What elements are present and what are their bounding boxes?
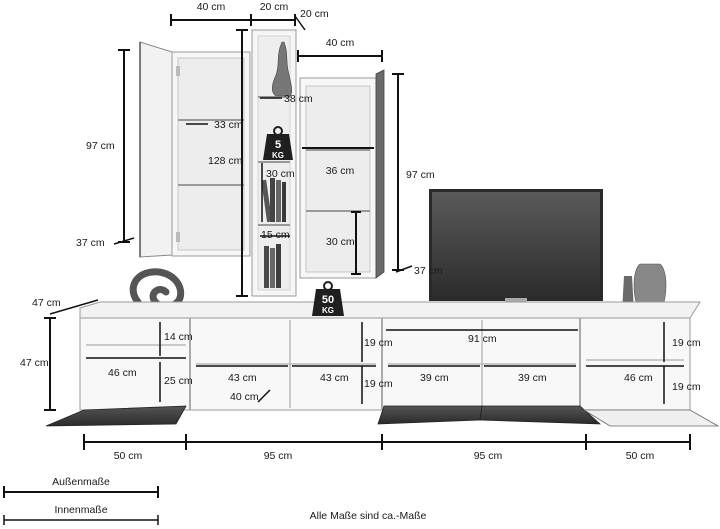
dim-upper-left-height: 97 cm: [86, 140, 115, 152]
weight-50-unit: KG: [322, 306, 334, 315]
weight-badge-5kg: 5 KG: [263, 126, 293, 160]
dim-lower-c2-depth: 40 cm: [230, 391, 259, 403]
dim-lower-depth: 47 cm: [32, 297, 61, 309]
dim-lower-c3-right: 39 cm: [518, 372, 547, 384]
weight-5-value: 5: [275, 139, 281, 151]
dim-upper-right-width: 40 cm: [326, 37, 355, 49]
dim-upper-right-shelf: 36 cm: [326, 165, 355, 177]
weight-5-unit: KG: [272, 151, 284, 160]
weight-badge-50kg: 50 KG: [312, 281, 344, 316]
legend-outer-label: Außenmaße: [52, 476, 110, 488]
upper-mid-shelf: [251, 29, 297, 297]
dim-bottom-1: 50 cm: [114, 450, 143, 462]
dimension-labels: 40 cm 20 cm 20 cm 40 cm 97 cm 37 cm 33 c…: [20, 1, 701, 462]
upper-left-cabinet: [139, 41, 251, 258]
dim-upper-mid-shelf-mid: 30 cm: [266, 168, 295, 180]
dim-upper-mid-height: 128 cm: [208, 155, 243, 167]
dim-upper-left-depth: 37 cm: [76, 237, 105, 249]
dim-lower-left-inner-height: 25 cm: [164, 375, 193, 387]
dim-bottom-3: 95 cm: [474, 450, 503, 462]
dim-lower-height: 47 cm: [20, 357, 49, 369]
tv: [429, 189, 603, 309]
dim-upper-left-shelf: 33 cm: [214, 119, 243, 131]
dim-lower-right-bottom: 19 cm: [672, 381, 701, 393]
dim-upper-right-height: 97 cm: [406, 169, 435, 181]
upper-right-cabinet: [299, 69, 385, 279]
legend: Außenmaße Innenmaße: [52, 476, 110, 516]
dim-lower-left-shelf: 14 cm: [164, 331, 193, 343]
dim-upper-right-inner-height: 30 cm: [326, 236, 355, 248]
footnote: Alle Maße sind ca.-Maße: [310, 510, 427, 522]
dim-upper-right-depth: 37 cm: [414, 265, 443, 277]
dimension-lines: [3, 14, 691, 525]
dim-lower-mid-bottom: 19 cm: [364, 378, 393, 390]
dim-lower-c3-width: 91 cm: [468, 333, 497, 345]
dim-upper-mid-shelf-top: 38 cm: [284, 93, 313, 105]
dim-lower-c2-left: 43 cm: [228, 372, 257, 384]
dim-lower-right-top: 19 cm: [672, 337, 701, 349]
dim-lower-c2-right: 43 cm: [320, 372, 349, 384]
dim-upper-mid-depth: 20 cm: [300, 8, 329, 20]
dim-lower-right-inner-width: 46 cm: [624, 372, 653, 384]
legend-inner-label: Innenmaße: [54, 504, 107, 516]
dim-bottom-4: 50 cm: [626, 450, 655, 462]
dim-lower-c3-left: 39 cm: [420, 372, 449, 384]
dim-upper-mid-width: 20 cm: [260, 1, 289, 13]
dim-lower-left-inner-width: 46 cm: [108, 367, 137, 379]
dim-upper-left-width: 40 cm: [197, 1, 226, 13]
dim-lower-mid-top: 19 cm: [364, 337, 393, 349]
dim-upper-mid-shelf-low: 15 cm: [261, 229, 290, 241]
lowboard: [45, 301, 720, 427]
dim-bottom-2: 95 cm: [264, 450, 293, 462]
weight-50-value: 50: [322, 294, 334, 306]
